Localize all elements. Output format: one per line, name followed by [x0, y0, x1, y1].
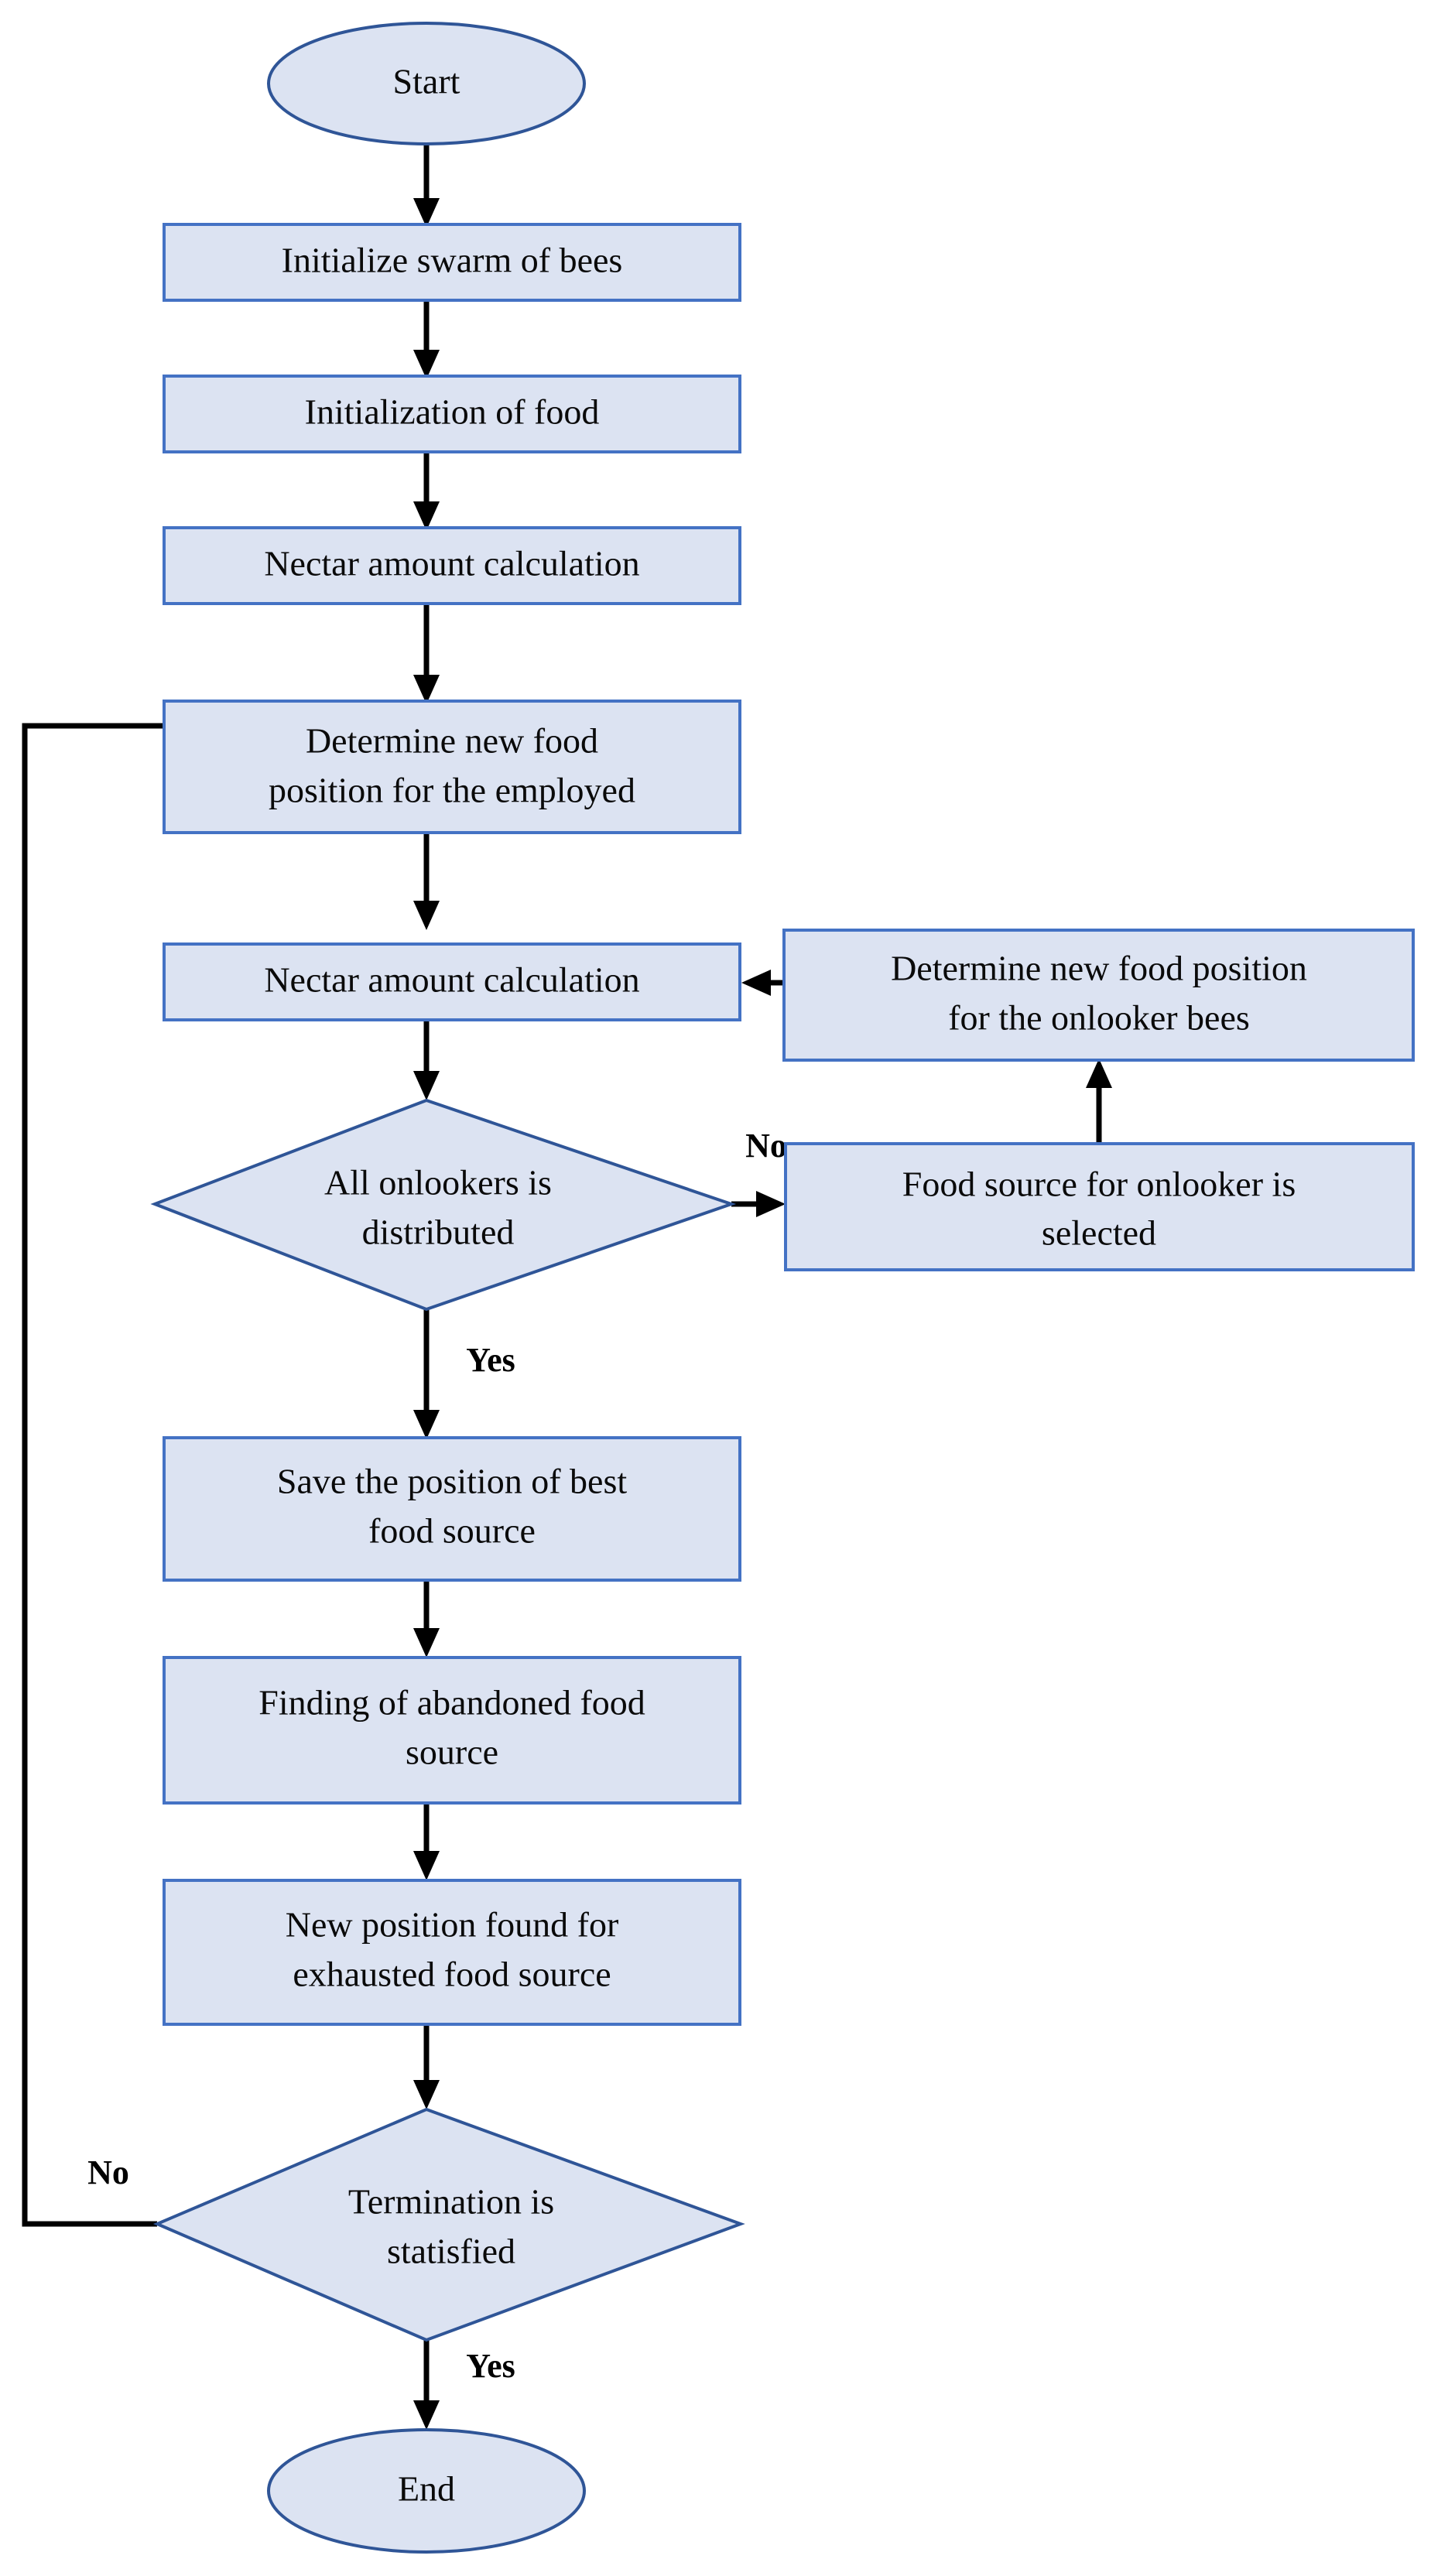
edge-termination-yes-to-end: [413, 2340, 440, 2430]
determine-onlooker-label-line1: Determine new food position: [891, 949, 1307, 988]
edge-label-onlookers-no: No: [745, 1127, 787, 1165]
edge-label-onlookers-yes: Yes: [466, 1341, 515, 1379]
determine-onlooker-label-line2: for the onlooker bees: [948, 998, 1250, 1038]
node-all-onlookers-distributed[interactable]: All onlookers is distributed: [150, 1098, 737, 1312]
termination-diamond-shape: [152, 2107, 745, 2342]
save-best-label-line1: Save the position of best: [277, 1462, 627, 1501]
edge-all-onlookers-yes-to-save-best: [413, 1309, 440, 1439]
determine-employed-rect-shape: [163, 700, 741, 834]
food-source-selected-label-line2: selected: [1042, 1213, 1156, 1253]
node-new-position-exhausted-food-source[interactable]: New position found for exhausted food so…: [163, 1879, 741, 2026]
node-nectar-amount-calculation-1[interactable]: Nectar amount calculation: [163, 526, 741, 605]
edge-determine-onlooker-to-nectar-calc-2: [741, 970, 784, 996]
save-best-rect-shape: [163, 1436, 741, 1582]
node-save-best-food-source[interactable]: Save the position of best food source: [163, 1436, 741, 1582]
edge-nectar-calc-2-to-all-onlookers: [413, 1020, 440, 1100]
termination-label-line1: Termination is: [348, 2182, 554, 2222]
node-finding-abandoned-food-source[interactable]: Finding of abandoned food source: [163, 1656, 741, 1805]
node-start[interactable]: Start: [267, 22, 586, 145]
node-initialize-swarm-of-bees[interactable]: Initialize swarm of bees: [163, 223, 741, 302]
nectar-calculation-2-rect-shape: [163, 942, 741, 1021]
edge-init-swarm-to-init-food: [413, 300, 440, 379]
node-termination-statisfied[interactable]: Termination is statisfied: [152, 2107, 745, 2342]
start-label: Start: [393, 62, 460, 101]
new-position-label-line1: New position found for: [286, 1905, 619, 1945]
node-nectar-amount-calculation-2[interactable]: Nectar amount calculation: [163, 942, 741, 1021]
nectar-calculation-1-label: Nectar amount calculation: [264, 544, 639, 583]
edge-determine-employed-to-nectar-calc-2: [413, 833, 440, 930]
edge-nectar-calc-1-to-determine-employed: [413, 604, 440, 704]
food-source-selected-label-line1: Food source for onlooker is: [902, 1165, 1296, 1204]
node-end[interactable]: End: [267, 2428, 586, 2554]
termination-label-line2: statisfied: [387, 2232, 515, 2271]
nectar-calculation-1-rect-shape: [163, 526, 741, 605]
edge-all-onlookers-no-to-food-source-selected: [731, 1191, 786, 1217]
edge-food-source-selected-to-determine-onlooker: [1086, 1059, 1112, 1144]
edge-new-position-to-termination: [413, 2024, 440, 2109]
node-initialization-of-food[interactable]: Initialization of food: [163, 375, 741, 453]
determine-employed-label-line2: position for the employed: [269, 771, 635, 810]
edge-save-best-to-finding-abandoned: [413, 1580, 440, 1657]
all-onlookers-diamond-shape: [150, 1098, 737, 1312]
save-best-label-line2: food source: [368, 1511, 536, 1551]
initialization-of-food-label: Initialization of food: [305, 392, 600, 432]
finding-abandoned-label-line2: source: [406, 1733, 498, 1772]
edge-init-food-to-nectar-calc-1: [413, 452, 440, 531]
node-determine-new-food-position-employed[interactable]: Determine new food position for the empl…: [163, 700, 741, 834]
new-position-label-line2: exhausted food source: [293, 1955, 611, 1994]
edge-start-to-init-swarm: [413, 145, 440, 227]
edge-label-termination-no: No: [87, 2154, 129, 2191]
finding-abandoned-label-line1: Finding of abandoned food: [258, 1683, 645, 1722]
new-position-rect-shape: [163, 1879, 741, 2026]
nectar-calculation-2-label: Nectar amount calculation: [264, 960, 639, 1000]
node-food-source-for-onlooker-selected[interactable]: Food source for onlooker is selected: [784, 1142, 1415, 1271]
food-source-selected-rect-shape: [784, 1142, 1415, 1271]
edge-label-termination-yes: Yes: [466, 2347, 515, 2385]
node-determine-new-food-position-onlooker[interactable]: Determine new food position for the onlo…: [782, 929, 1415, 1062]
end-label: End: [398, 2469, 455, 2509]
start-ellipse-shape: [267, 22, 586, 145]
edge-finding-abandoned-to-new-position: [413, 1803, 440, 1880]
all-onlookers-label-line2: distributed: [362, 1213, 515, 1252]
initialization-of-food-rect-shape: [163, 375, 741, 453]
finding-abandoned-rect-shape: [163, 1656, 741, 1805]
initialize-swarm-rect-shape: [163, 223, 741, 302]
initialize-swarm-label: Initialize swarm of bees: [282, 241, 623, 280]
all-onlookers-label-line1: All onlookers is: [324, 1163, 552, 1202]
determine-onlooker-rect-shape: [782, 929, 1415, 1062]
determine-employed-label-line1: Determine new food: [306, 721, 598, 761]
end-ellipse-shape: [267, 2428, 586, 2554]
